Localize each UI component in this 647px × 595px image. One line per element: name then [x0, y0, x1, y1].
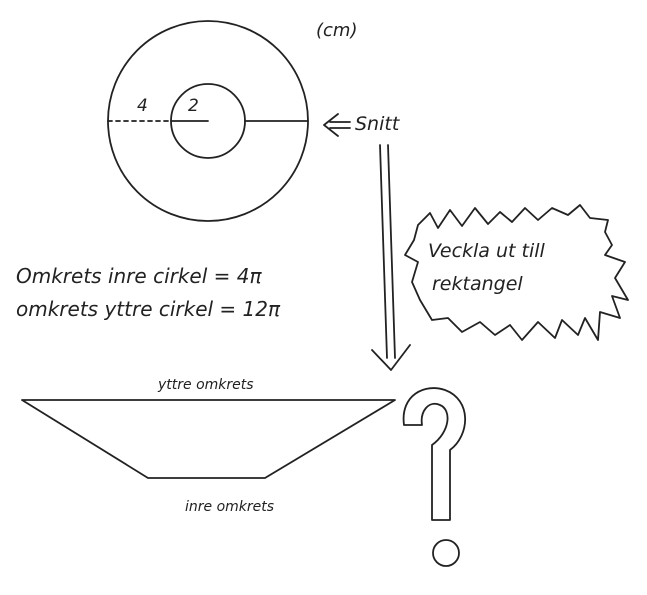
outer-circumference-label: yttre omkrets — [157, 377, 254, 393]
trapezoid: yttre omkrets inre omkrets — [21, 377, 396, 515]
formula-outer-circumference: omkrets yttre cirkel = 12π — [16, 297, 281, 321]
unit-label: (cm) — [316, 20, 357, 41]
inner-circumference-label: inre omkrets — [185, 499, 274, 515]
formula-inner-circumference: Omkrets inre cirkel = 4π — [16, 264, 262, 288]
cloud-line-1: Veckla ut till — [428, 240, 546, 262]
annulus: 4 2 — [107, 20, 309, 222]
question-mark-icon — [402, 387, 467, 567]
cut-label: Snitt — [355, 113, 401, 135]
cloud-line-2: rektangel — [432, 273, 523, 295]
outer-radius-label: 4 — [137, 96, 148, 116]
cut-arrow-icon — [323, 113, 351, 137]
down-arrow-icon — [371, 144, 411, 371]
speech-cloud: Veckla ut till rektangel — [404, 204, 629, 341]
inner-radius-label: 2 — [188, 96, 199, 116]
